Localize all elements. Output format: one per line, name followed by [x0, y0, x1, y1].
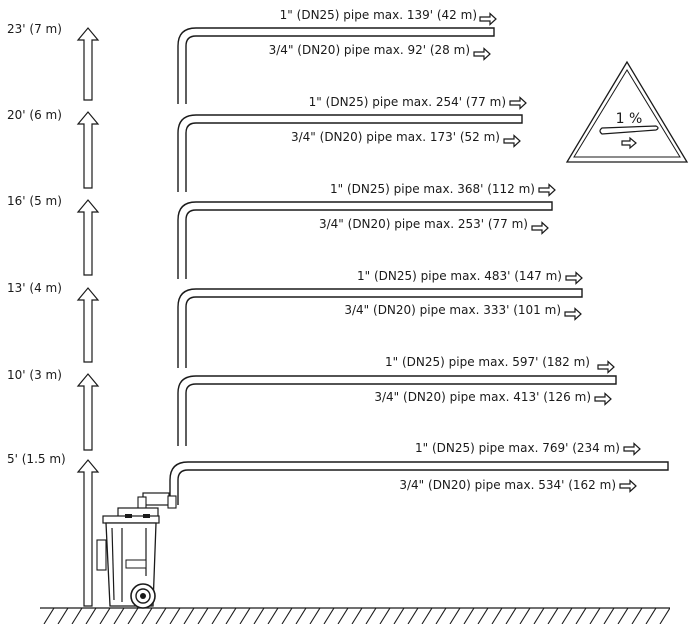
- dn20-label-4: 3/4" (DN20) pipe max. 333' (101 m): [344, 303, 561, 317]
- flow-arrow-icon: [597, 360, 615, 374]
- flow-arrow-icon: [564, 307, 582, 321]
- pipe-2: [177, 114, 523, 192]
- flow-arrow-icon: [479, 12, 497, 26]
- dn20-label-1: 3/4" (DN20) pipe max. 92' (28 m): [269, 43, 470, 57]
- height-arrows: [76, 27, 100, 607]
- flow-arrow-icon: [623, 442, 641, 456]
- dn20-label-5: 3/4" (DN20) pipe max. 413' (126 m): [374, 390, 591, 404]
- pipe-3: [177, 201, 553, 279]
- height-label-4: 13' (4 m): [7, 281, 62, 295]
- dn25-label-5: 1" (DN25) pipe max. 597' (182 m): [385, 355, 590, 369]
- dn25-labels: 1" (DN25) pipe max. 139' (42 m) 1" (DN25…: [280, 8, 620, 455]
- pipe-5: [177, 375, 617, 446]
- pump-unit: [96, 492, 177, 609]
- flow-arrow-icon: [503, 134, 521, 148]
- height-label-3: 16' (5 m): [7, 194, 62, 208]
- dn25-label-4: 1" (DN25) pipe max. 483' (147 m): [357, 269, 562, 283]
- slope-direction-icon: [621, 136, 637, 150]
- slope-label: 1 %: [616, 111, 643, 127]
- flow-arrow-icon: [538, 183, 556, 197]
- dn20-label-2: 3/4" (DN20) pipe max. 173' (52 m): [291, 130, 500, 144]
- flow-arrow-icon: [473, 47, 491, 61]
- flow-arrow-icon: [509, 96, 527, 110]
- dn25-label-6: 1" (DN25) pipe max. 769' (234 m): [415, 441, 620, 455]
- dn20-label-3: 3/4" (DN20) pipe max. 253' (77 m): [319, 217, 528, 231]
- height-label-2: 20' (6 m): [7, 108, 62, 122]
- height-arrow-1: [76, 27, 100, 101]
- slope-pipe: [599, 125, 659, 135]
- pipes: [169, 27, 669, 505]
- dn20-labels: 3/4" (DN20) pipe max. 92' (28 m) 3/4" (D…: [269, 43, 616, 492]
- dn25-label-3: 1" (DN25) pipe max. 368' (112 m): [330, 182, 535, 196]
- flow-arrow-icon: [565, 271, 583, 285]
- height-labels: 23' (7 m) 20' (6 m) 16' (5 m) 13' (4 m) …: [7, 22, 66, 466]
- height-label-5: 10' (3 m): [7, 368, 62, 382]
- pipe-4: [177, 288, 583, 368]
- height-label-6: 5' (1.5 m): [7, 452, 66, 466]
- flow-arrow-icon: [594, 392, 612, 406]
- dn25-label-1: 1" (DN25) pipe max. 139' (42 m): [280, 8, 477, 22]
- pipe-1: [177, 27, 495, 104]
- dn25-label-2: 1" (DN25) pipe max. 254' (77 m): [309, 95, 506, 109]
- height-arrow-4: [76, 287, 100, 363]
- height-arrow-3: [76, 199, 100, 276]
- slope-sign: 1 %: [565, 60, 689, 163]
- height-label-1: 23' (7 m): [7, 22, 62, 36]
- flow-arrow-icon: [531, 221, 549, 235]
- height-arrow-6: [76, 459, 100, 607]
- pipe-6: [169, 461, 669, 505]
- dn20-label-6: 3/4" (DN20) pipe max. 534' (162 m): [399, 478, 616, 492]
- height-arrow-2: [76, 111, 100, 189]
- direction-arrows: [473, 12, 641, 493]
- ground: [40, 607, 670, 624]
- flow-arrow-icon: [619, 479, 637, 493]
- height-arrow-5: [76, 373, 100, 451]
